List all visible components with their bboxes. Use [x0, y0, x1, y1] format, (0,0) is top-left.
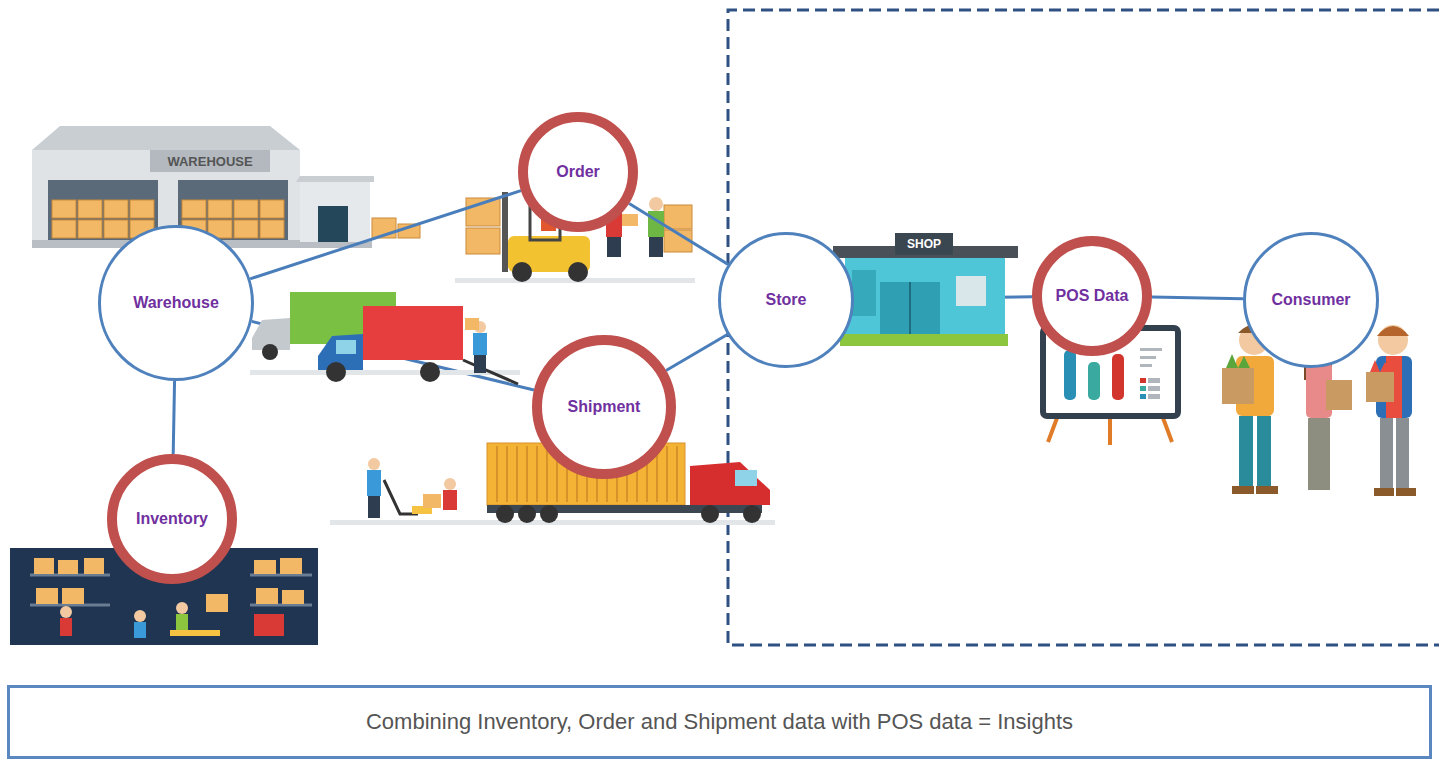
data-circle: POS Data: [1032, 236, 1152, 356]
data-circle: Order: [518, 112, 638, 232]
sign-label: SHOP: [907, 237, 941, 251]
node-label: Shipment: [568, 398, 641, 416]
connector-line: [173, 381, 174, 454]
node-label: Consumer: [1271, 291, 1350, 309]
node-label: Inventory: [136, 510, 208, 528]
caption-box: Combining Inventory, Order and Shipment …: [7, 685, 1432, 759]
caption: Combining Inventory, Order and Shipment …: [366, 709, 1073, 735]
node-label: POS Data: [1056, 287, 1129, 305]
connector-line: [666, 334, 727, 370]
trucks-illustration: [250, 292, 520, 384]
node-label: Order: [556, 163, 600, 181]
connector-line: [629, 203, 728, 264]
entity-circle: Consumer: [1243, 232, 1379, 368]
node-label: Warehouse: [133, 294, 219, 312]
data-circle: Shipment: [532, 335, 676, 479]
entity-circle: Store: [718, 232, 854, 368]
connector-line: [250, 191, 521, 279]
sign-label: WAREHOUSE: [167, 154, 252, 169]
connector-line: [1152, 297, 1243, 299]
shop-illustration: [833, 233, 1018, 346]
data-circle: Inventory: [107, 454, 237, 584]
entity-circle: Warehouse: [98, 225, 254, 381]
warehouse-illustration: [32, 126, 420, 248]
node-label: Store: [766, 291, 807, 309]
